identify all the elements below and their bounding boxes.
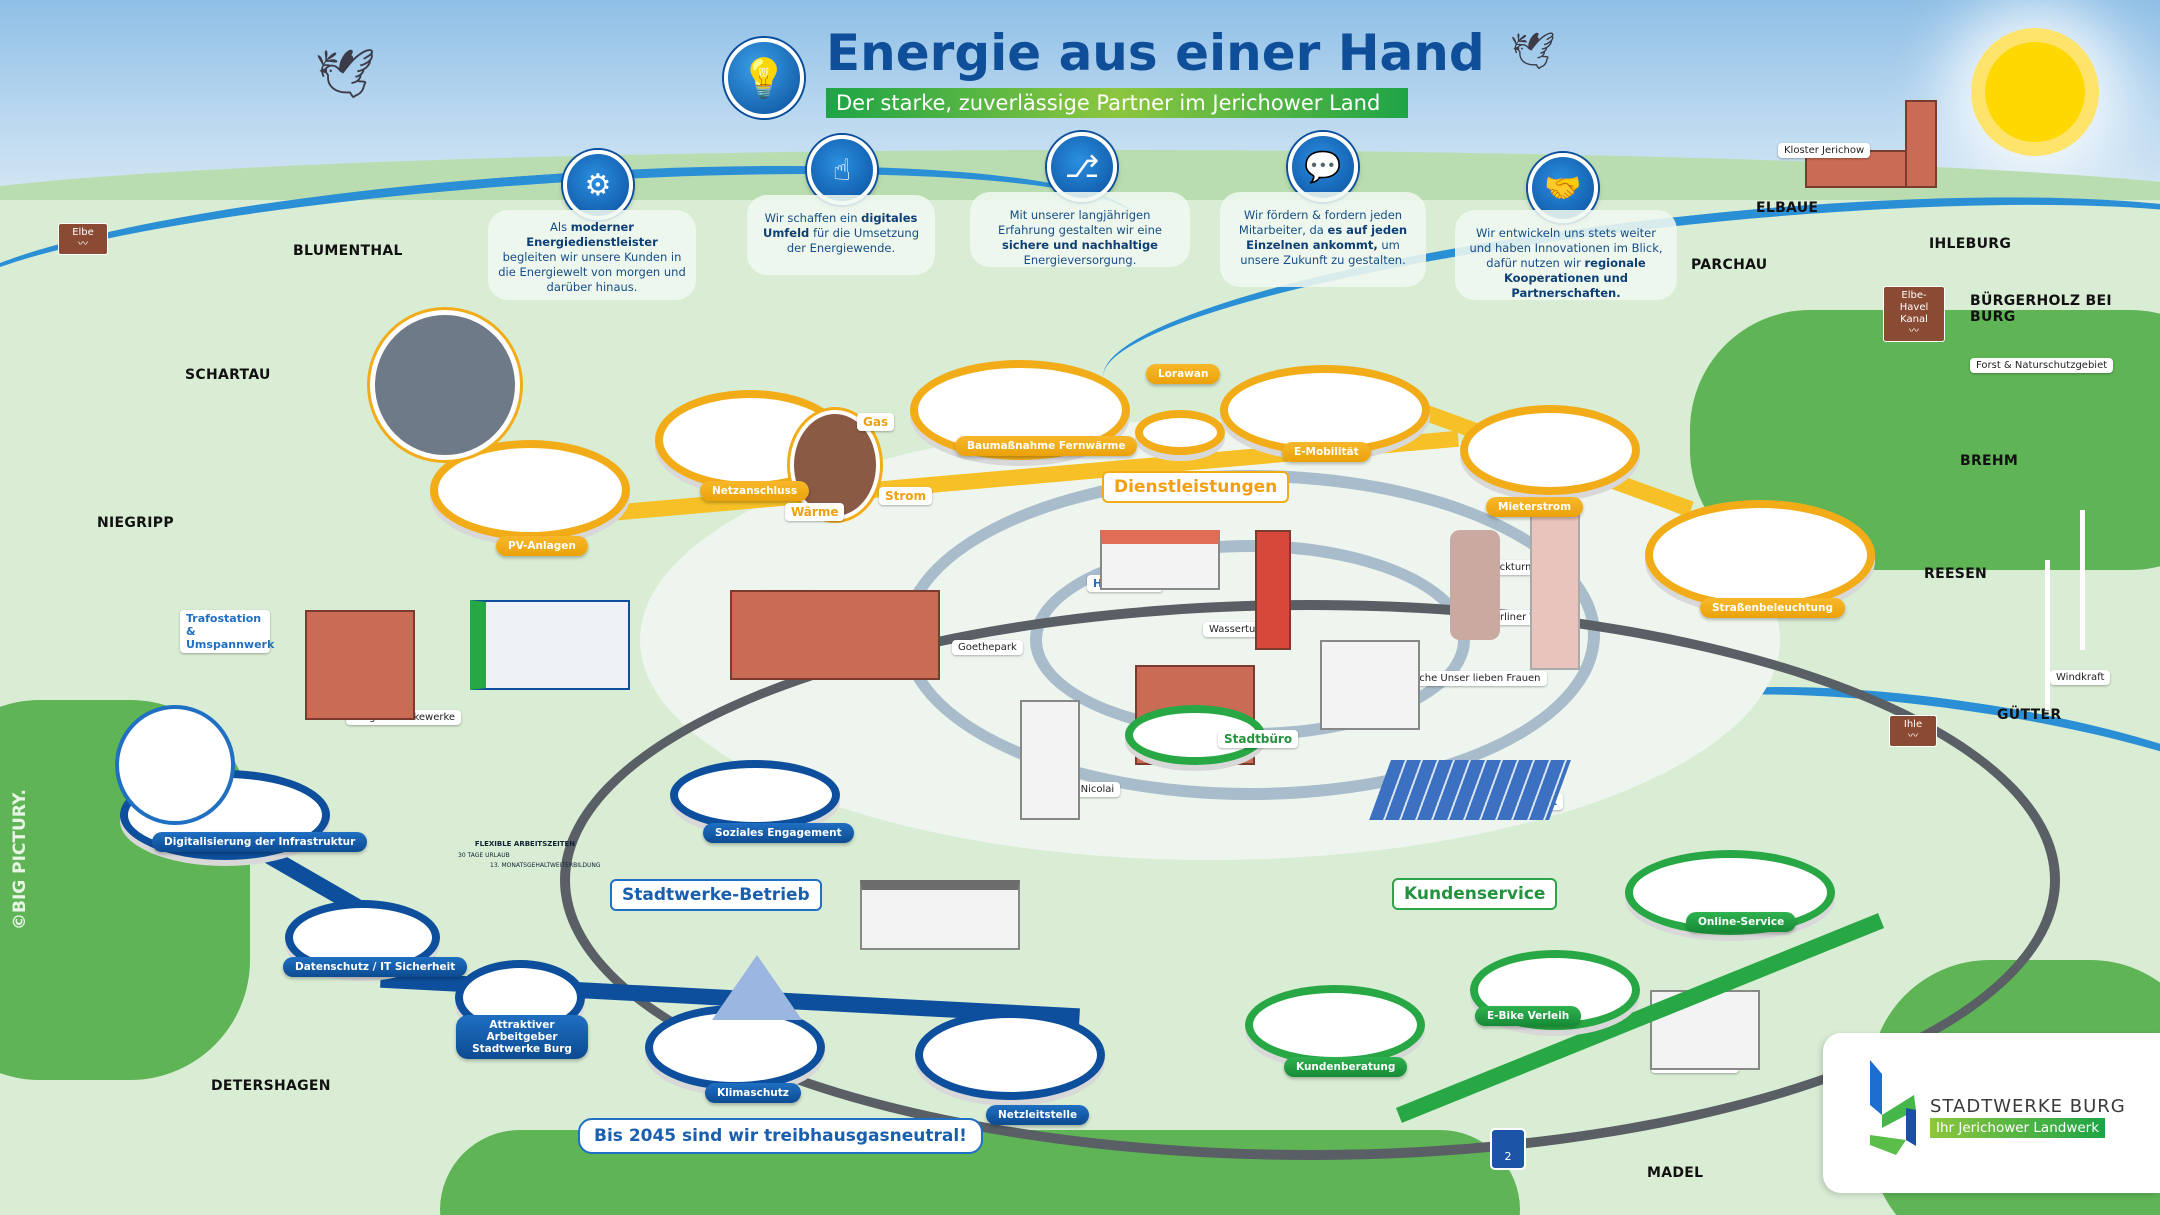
poi-kirche: Kirche Unser lieben Frauen <box>1400 671 1547 686</box>
climate-goal-callout: Bis 2045 sind wir treibhausgasneutral! <box>578 1118 983 1154</box>
swallow-icon: 🕊 <box>1510 31 1556 72</box>
copyright: ©BIG PICTURY. <box>10 789 30 930</box>
autobahn-a2-sign: 2 <box>1490 1128 1526 1170</box>
label-arbeitgeber: Attraktiver Arbeitgeber Stadtwerke Burg <box>456 1015 588 1059</box>
network-icon: ⎇ <box>1047 132 1117 202</box>
town-label-parchau: PARCHAU <box>1691 257 1768 273</box>
town-label-niegripp: NIEGRIPP <box>97 515 174 531</box>
label-e-mobilitaet: E-Mobilität <box>1282 442 1371 462</box>
value-card-3: Mit unserer langjährigen Erfahrung gesta… <box>970 192 1190 267</box>
label-stadtbuero: Stadtbüro <box>1218 730 1299 748</box>
value-card-1: Als moderner Energiedienstleister beglei… <box>488 210 696 300</box>
section-kundenservice: Kundenservice <box>1392 878 1558 910</box>
kirche-building <box>1320 640 1420 730</box>
label-klimaschutz: Klimaschutz <box>705 1083 801 1103</box>
bismarckturm-building <box>1530 510 1580 670</box>
town-label-ihleburg: IHLEBURG <box>1929 236 2012 252</box>
town-label-elbaue: ELBAUE <box>1756 200 1819 216</box>
platform-soziales <box>670 760 840 830</box>
logo-name: STADTWERKE BURG <box>1930 1096 2126 1117</box>
platform-netzleitstelle <box>915 1010 1105 1100</box>
digital-operator-closeup <box>115 705 235 825</box>
poi-goethepark: Goethepark <box>952 640 1023 655</box>
hkw-nord-building <box>1100 530 1220 590</box>
benefit-flexible: FLEXIBLE ARBEITSZEITEN <box>474 840 576 848</box>
platform-lorawan <box>1135 410 1225 455</box>
knaeckewerke-building <box>305 610 415 720</box>
benefit-gehalt: 13. MONATSGEHALT <box>490 862 551 869</box>
media-label-waerme: Wärme <box>785 503 845 521</box>
town-label-reesen: REESEN <box>1924 566 1988 582</box>
label-soziales: Soziales Engagement <box>703 823 854 843</box>
kloster-tower <box>1905 100 1937 188</box>
value-card-2: Wir schaffen ein digitales Umfeld für di… <box>747 195 935 275</box>
town-label-madel: MADEL <box>1647 1165 1704 1181</box>
label-digitalisierung: Digitalisierung der Infrastruktur <box>152 832 368 852</box>
river-sign-elbe: Elbe〰 <box>58 223 108 255</box>
team-gear-icon: ⚙ <box>563 150 633 220</box>
wind-turbine <box>2045 560 2050 710</box>
town-label-schartau: SCHARTAU <box>185 367 271 383</box>
page-subtitle: Der starke, zuverlässige Partner im Jeri… <box>826 88 1408 118</box>
label-netzleitstelle: Netzleitstelle <box>986 1105 1090 1125</box>
hauptsitz-building <box>470 600 630 690</box>
lightbulb-hand-icon: 💡 <box>724 38 804 118</box>
label-fernwaerme: Baumaßnahme Fernwärme <box>955 436 1138 456</box>
town-label-detershagen: DETERSHAGEN <box>211 1078 331 1094</box>
media-label-strom: Strom <box>879 487 933 505</box>
benefit-urlaub: 30 TAGE URLAUB <box>458 852 510 859</box>
st-nicolai-building <box>1020 700 1080 820</box>
poi-trafostation: Trafostation & Umspannwerk <box>180 610 274 653</box>
value-card-5: Wir entwickeln uns stets weiter und habe… <box>1455 210 1677 300</box>
section-dienstleistungen: Dienstleistungen <box>1102 471 1290 503</box>
pv-gewerbepark-panels <box>1369 760 1571 820</box>
wasserturm-building <box>1255 530 1291 650</box>
swallow-icon: 🕊 <box>315 46 376 102</box>
label-strassenbeleuchtung: Straßenbeleuchtung <box>1700 598 1846 618</box>
river-sign-kanal: Elbe-Havel Kanal〰 <box>1883 286 1945 342</box>
benefit-weiterbildung: WEITERBILDUNG <box>550 862 601 869</box>
poi-forst: Forst & Naturschutzgebiet <box>1970 358 2114 373</box>
platform-kundenberatung <box>1245 985 1425 1065</box>
logo-panel <box>1823 1033 2160 1193</box>
poi-windkraft: Windkraft <box>2050 670 2111 685</box>
pv-installer-closeup <box>370 310 520 460</box>
stadtwerke-logo-icon <box>1870 1060 1916 1155</box>
hkw-sued-building <box>860 880 1020 950</box>
town-label-blumenthal: BLUMENTHAL <box>293 243 403 259</box>
label-netzanschluss: Netzanschluss <box>700 481 810 501</box>
label-online-service: Online-Service <box>1686 912 1797 932</box>
pyramid-icon <box>712 955 802 1020</box>
wind-turbine <box>2080 510 2085 650</box>
label-lorawan: Lorawan <box>1146 364 1221 384</box>
label-pv-anlagen: PV-Anlagen <box>496 536 588 556</box>
berliner-torturm-building <box>1450 530 1500 640</box>
logo-tagline: Ihr Jerichower Landwerk <box>1930 1118 2106 1138</box>
river-sign-ihle: Ihle〰 <box>1889 715 1937 747</box>
label-datenschutz: Datenschutz / IT Sicherheit <box>283 957 468 977</box>
page-title: Energie aus einer Hand <box>826 24 1485 82</box>
digital-touch-icon: ☝ <box>807 135 877 205</box>
sun-icon <box>1985 42 2085 142</box>
label-kundenberatung: Kundenberatung <box>1284 1057 1408 1077</box>
platform-strassenbeleuchtung <box>1645 500 1875 610</box>
label-ebike: E-Bike Verleih <box>1475 1006 1582 1026</box>
value-card-4: Wir fördern & fordern jeden Mitarbeiter,… <box>1220 192 1426 287</box>
section-betrieb: Stadtwerke-Betrieb <box>610 879 822 911</box>
media-label-gas: Gas <box>857 413 895 431</box>
town-label-guetter: GÜTTER <box>1997 707 2062 723</box>
town-label-brehm: BREHM <box>1960 453 2019 469</box>
railway <box>560 600 2060 1160</box>
bahnhof-building <box>730 590 940 680</box>
platform-mieterstrom <box>1460 405 1640 495</box>
poi-kloster-jerichow: Kloster Jerichow <box>1778 143 1871 158</box>
label-mieterstrom: Mieterstrom <box>1486 497 1584 517</box>
town-label-buergerholz: BÜRGERHOLZ BEI BURG <box>1970 293 2112 325</box>
